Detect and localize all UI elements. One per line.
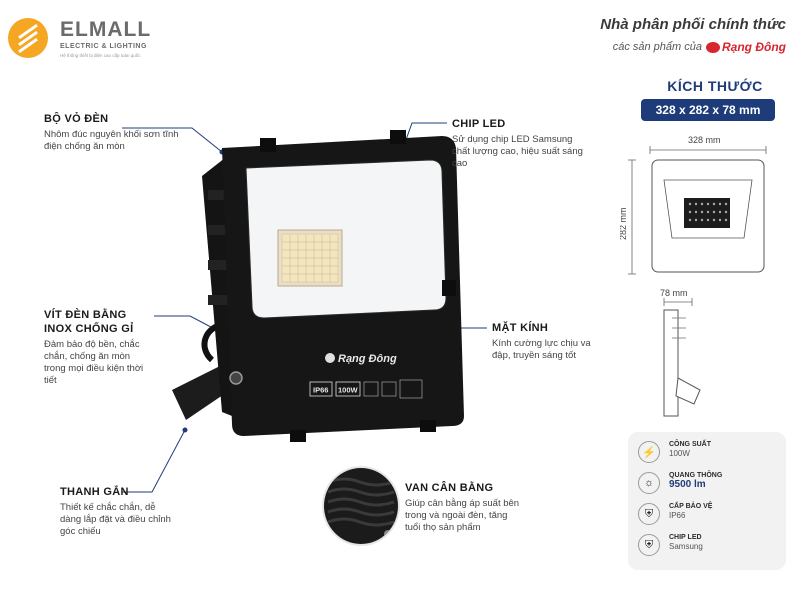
housing-fins [208,190,230,305]
callout-housing-text: Nhôm đúc nguyên khối sơn tĩnh điện chống… [44,129,179,152]
dimensions-badge: 328 x 282 x 78 mm [641,99,775,121]
rang-dong-brand-text: Rạng Đông [722,40,786,54]
brand-subtitle: ELECTRIC & LIGHTING [60,43,147,50]
callout-valve-title: VAN CÂN BẰNG [405,482,494,494]
spec-row-flux: ☼ QUANG THÔNG 9500 lm [638,471,776,502]
callout-bracket-title: THANH GẮN [60,486,129,498]
side-view-body [663,309,679,417]
bracket-dot [182,427,188,433]
callout-housing: BỘ VỎ ĐÈN Nhôm đúc nguyên khối sơn tĩnh … [44,112,194,153]
height-dim-label: 282 mm [620,207,628,240]
callout-valve: VAN CÂN BẰNG Giúp cân bằng áp suất bên t… [405,481,523,534]
spec-chip-label: CHIP LED [669,534,702,541]
front-view-chip [684,198,730,228]
specs-card: ⚡ CÔNG SUẤT 100W ☼ QUANG THÔNG 9500 lm ⛨… [628,432,786,570]
elmall-logo-mark-icon [8,18,48,58]
callout-bracket-text: Thiết kế chắc chắn, dễ dàng lắp đặt và đ… [60,502,171,537]
callout-chip-text: Sử dụng chip LED Samsung chất lượng cao,… [452,134,583,169]
side-view-bracket [675,377,701,405]
elmall-logo: ELMALL ELECTRIC & LIGHTING Hệ thống thiế… [8,14,178,64]
chip-shield-icon: ⛨ [638,534,660,556]
spec-box-b [381,381,397,397]
spec-chip-value: Samsung [669,542,703,551]
spec-row-chip: ⛨ CHIP LED Samsung [638,533,776,564]
product-logo-text: Rạng Đông [338,353,397,365]
spec-box-a [363,381,379,397]
callout-glass: MẶT KÍNH Kính cường lực chịu va đập, tru… [492,321,604,362]
distributor-title: Nhà phân phối chính thức [600,16,786,33]
rang-dong-logo: Rạng Đông [706,40,786,54]
sun-icon: ☼ [638,472,660,494]
rang-dong-sun-icon [706,41,720,53]
spec-power-label: CÔNG SUẤT [669,441,711,448]
width-dim-label: 328 mm [688,135,721,145]
ip-label-text: IP66 [313,386,328,395]
glass-panel [245,159,447,319]
callout-housing-title: BỘ VỎ ĐÈN [44,113,109,125]
spec-protection-value: IP66 [669,511,686,520]
spec-protection-label: CẤP BẢO VỆ [669,503,713,510]
callout-screw-title: VÍT ĐÈN BẰNG INOX CHỐNG GỈ [44,309,134,335]
ip-label-box [309,381,333,397]
callout-bracket: THANH GẮN Thiết kế chắc chắn, dễ dàng lắ… [60,485,172,538]
brand-name: ELMALL [60,18,152,41]
depth-dim-label: 78 mm [660,288,688,298]
power-label-text: 100W [338,386,359,395]
housing-line [122,127,223,153]
callout-screw: VÍT ĐÈN BẰNG INOX CHỐNG GỈ Đảm bảo độ bề… [44,308,150,387]
spec-flux-label: QUANG THÔNG [669,472,723,479]
callout-glass-text: Kính cường lực chịu va đập, truyền sáng … [492,338,591,361]
spec-power-value: 100W [669,449,690,458]
spec-row-power: ⚡ CÔNG SUẤT 100W [638,440,776,471]
dimensions-title: KÍCH THƯỚC [667,78,763,94]
distributor-info: Nhà phân phối chính thức các sản phẩm củ… [546,16,786,54]
distributor-subtitle-text: các sản phẩm của [612,41,702,53]
front-view-glass [663,179,753,239]
shield-icon: ⛨ [638,503,660,525]
led-chip-lines [282,234,338,282]
bracket-line [122,429,186,493]
spec-flux-value: 9500 lm [669,479,706,490]
callout-glass-title: MẶT KÍNH [492,322,549,334]
callout-chip-title: CHIP LED [452,118,506,130]
dimension-drawing: 328 mm 282 mm 78 mm [620,135,767,417]
power-label-box [335,381,361,397]
stainless-screw [229,371,243,385]
callout-valve-text: Giúp cân bằng áp suất bên trong và ngoài… [405,498,520,533]
vent-valve-image [322,466,400,546]
spec-row-protection: ⛨ CẤP BẢO VỆ IP66 [638,502,776,533]
floodlight-product-image: Rạng Đông IP66 100W [172,130,464,442]
distributor-subtitle: các sản phẩm của Rạng Đông [546,40,786,54]
bolt-icon: ⚡ [638,441,660,463]
spec-box-c [399,379,423,399]
product-logo-icon [325,353,335,363]
callout-chip: CHIP LED Sử dụng chip LED Samsung chất l… [452,117,584,170]
callout-screw-text: Đảm bảo độ bền, chắc chắn, chống ăn mòn … [44,339,144,386]
housing-clips [260,130,456,442]
brand-tagline: Hệ thống thiết bị điện cao cấp toàn quốc [60,53,141,58]
